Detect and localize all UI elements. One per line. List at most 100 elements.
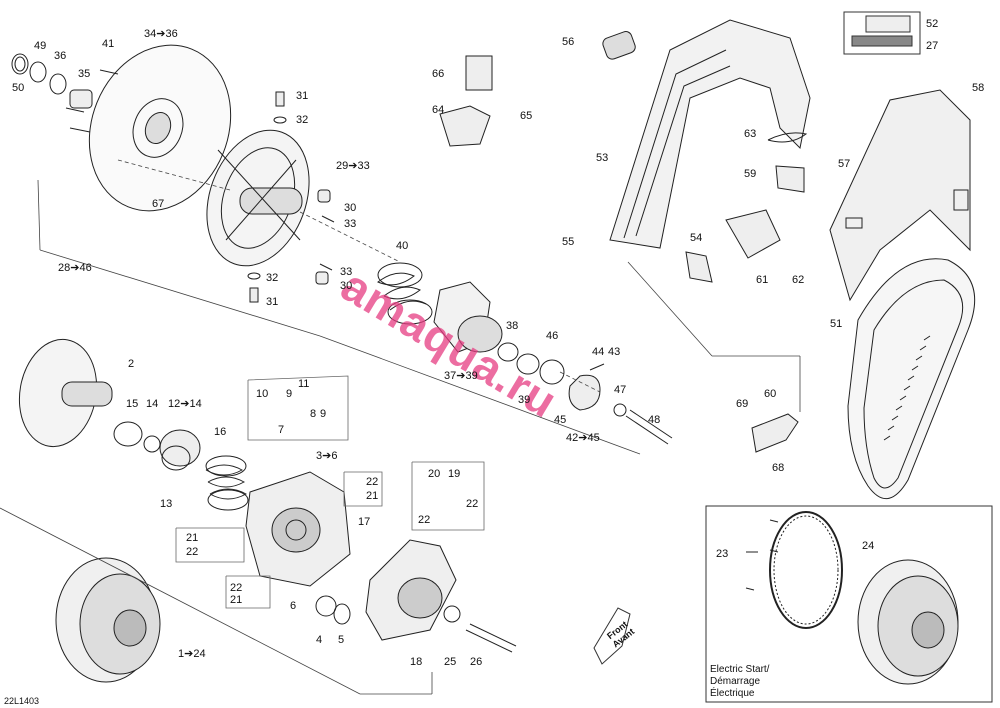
electric-start-flywheel: [857, 559, 959, 685]
callout-1-24: 1➔24: [178, 648, 206, 660]
callout-55: 55: [562, 236, 575, 248]
callout-68: 68: [772, 462, 785, 474]
ring-gear: [745, 511, 843, 629]
callout-8: 8: [310, 408, 317, 420]
pulley-cap: [568, 363, 673, 445]
callout-57: 57: [838, 158, 851, 170]
spider-assembly: [433, 281, 565, 385]
callout-45: 45: [554, 414, 567, 426]
callout-5: 5: [338, 634, 345, 646]
callout-34-36: 34➔36: [144, 28, 178, 40]
callout-26: 26: [470, 656, 483, 668]
callout-51: 51: [830, 318, 843, 330]
callout-52: 52: [926, 18, 939, 30]
drive-spring: [377, 262, 433, 325]
callout-41: 41: [102, 38, 115, 50]
callout-4: 4: [316, 634, 323, 646]
callout-54: 54: [690, 232, 703, 244]
callout-2: 2: [128, 358, 135, 370]
front-arrow: [593, 607, 631, 665]
drive-pulley-fixed-sheave: [88, 44, 232, 212]
callout-66: 66: [432, 68, 445, 80]
callout-67: 67: [152, 198, 165, 210]
callout-32-bottom: 32: [266, 272, 279, 284]
callout-33-top: 33: [344, 218, 357, 230]
callout-53: 53: [596, 152, 609, 164]
callout-65: 65: [520, 110, 533, 122]
callout-18: 18: [410, 656, 423, 668]
callout-24: 24: [862, 540, 875, 552]
rollers-and-bolts-top: [247, 91, 335, 303]
callout-63: 63: [744, 128, 757, 140]
callout-39: 39: [518, 394, 531, 406]
callout-6: 6: [290, 600, 297, 612]
drive-pulley-movable-sheave: [206, 129, 310, 267]
callout-56: 56: [562, 36, 575, 48]
callout-3-6: 3➔6: [316, 450, 338, 462]
callout-31-top: 31: [296, 90, 309, 102]
callout-33-bottom: 33: [340, 266, 353, 278]
callout-22-pin-a: 22: [186, 546, 199, 558]
callout-10: 10: [256, 388, 269, 400]
driven-fixed-sheave: [315, 539, 517, 653]
callout-23: 23: [716, 548, 729, 560]
side-cover: [829, 89, 971, 302]
callout-42-45: 42➔45: [566, 432, 600, 444]
callout-61: 61: [756, 274, 769, 286]
decal-box: [843, 11, 921, 55]
callout-50: 50: [12, 82, 25, 94]
callout-27: 27: [926, 40, 939, 52]
engine-flywheel-assembly: [55, 557, 161, 683]
callout-36: 36: [54, 50, 67, 62]
callout-14: 14: [146, 398, 159, 410]
callout-21-pin-b: 21: [230, 594, 243, 606]
mount-bracket: [751, 413, 799, 453]
electric-start-label: Electric Start/ Démarrage Électrique: [710, 664, 770, 699]
belt-guard: [602, 19, 811, 283]
callout-58: 58: [972, 82, 985, 94]
diagram-code: 22L1403: [4, 696, 40, 706]
callout-69: 69: [736, 398, 749, 410]
callout-37-39: 37➔39: [444, 370, 478, 382]
callout-22-box-b: 22: [466, 498, 479, 510]
callout-28-46: 28➔46: [58, 262, 92, 274]
callout-60: 60: [764, 388, 777, 400]
callout-13: 13: [160, 498, 173, 510]
driven-pulley-sheave: [18, 338, 201, 471]
callout-12-14: 12➔14: [168, 398, 202, 410]
callout-46: 46: [546, 330, 559, 342]
callout-43: 43: [608, 346, 621, 358]
drive-belt: [847, 258, 976, 499]
callout-7: 7: [278, 424, 285, 436]
callout-22-cam-a: 22: [366, 476, 379, 488]
callout-32-top: 32: [296, 114, 309, 126]
callout-9b: 9: [320, 408, 327, 420]
belt-guard-brackets: [439, 55, 808, 259]
callout-30-top: 30: [344, 202, 357, 214]
driven-pulley-cam: [245, 471, 351, 587]
callout-21-pin-a: 21: [186, 532, 199, 544]
callout-38: 38: [506, 320, 519, 332]
callout-48: 48: [648, 414, 661, 426]
callout-9a: 9: [286, 388, 293, 400]
callout-22-pin-b: 22: [230, 582, 243, 594]
callout-59: 59: [744, 168, 757, 180]
callout-47: 47: [614, 384, 627, 396]
callout-49: 49: [34, 40, 47, 52]
callout-30-bottom: 30: [340, 280, 353, 292]
callout-11: 11: [298, 378, 310, 390]
callout-22-box-a: 22: [418, 514, 431, 526]
callout-64: 64: [432, 104, 445, 116]
callout-15: 15: [126, 398, 139, 410]
callout-44: 44: [592, 346, 605, 358]
callout-16: 16: [214, 426, 227, 438]
callout-29-33: 29➔33: [336, 160, 370, 172]
callout-40: 40: [396, 240, 409, 252]
callout-31-bottom: 31: [266, 296, 279, 308]
callout-21-cam-a: 21: [366, 490, 379, 502]
callout-17: 17: [358, 516, 371, 528]
guide-lines: [0, 159, 801, 695]
callout-20: 20: [428, 468, 441, 480]
callout-19: 19: [448, 468, 461, 480]
